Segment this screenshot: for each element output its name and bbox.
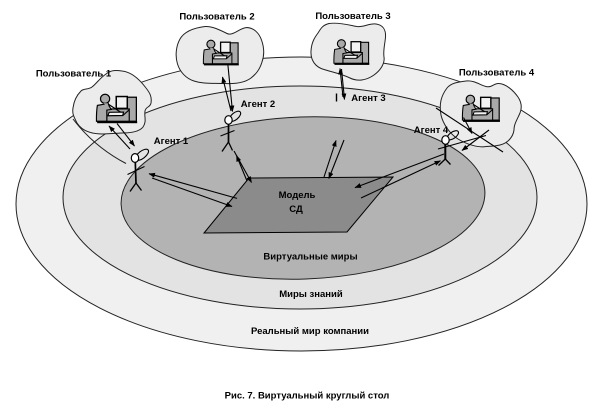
svg-text:Пользователь 4: Пользователь 4 <box>459 68 535 79</box>
svg-text:Пользователь 1: Пользователь 1 <box>36 69 112 80</box>
svg-text:Виртуальные миры: Виртуальные миры <box>263 252 357 263</box>
svg-text:Рис. 7. Виртуальный круглый ст: Рис. 7. Виртуальный круглый стол <box>225 391 390 402</box>
svg-text:Агент 4: Агент 4 <box>414 125 449 136</box>
svg-text:Агент 3: Агент 3 <box>351 93 385 104</box>
svg-text:Пользователь 3: Пользователь 3 <box>315 11 390 22</box>
svg-text:Пользователь 2: Пользователь 2 <box>179 12 254 23</box>
svg-text:Агент 2: Агент 2 <box>241 99 275 110</box>
svg-text:СД: СД <box>289 204 303 215</box>
svg-text:Модель: Модель <box>279 190 316 201</box>
svg-text:Миры знаний: Миры знаний <box>279 289 343 300</box>
svg-text:Реальный мир компании: Реальный мир компании <box>251 326 369 337</box>
svg-text:Агент 1: Агент 1 <box>154 136 189 147</box>
